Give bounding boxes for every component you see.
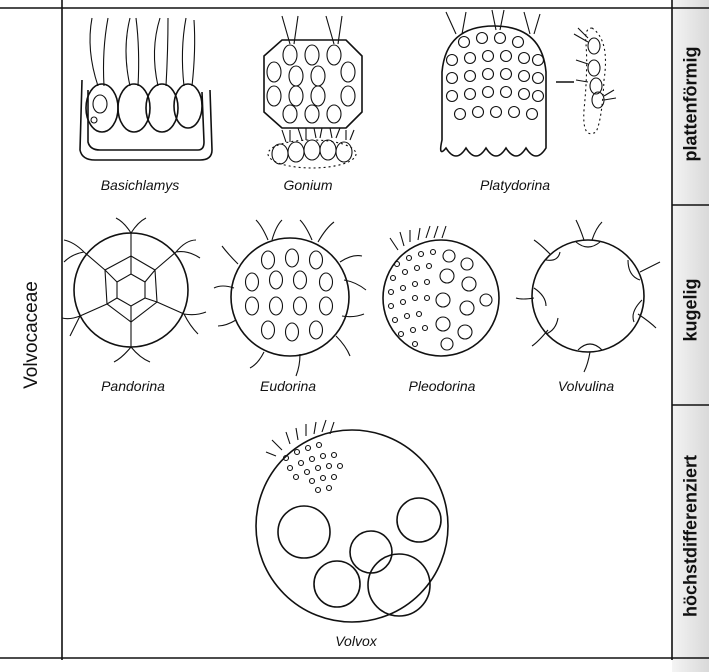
caption-pandorina: Pandorina <box>101 378 165 394</box>
caption-basichlamys: Basichlamys <box>100 177 180 193</box>
pandorina-drawing <box>61 217 207 363</box>
group-label-plattenformig: plattenförmig <box>680 46 701 162</box>
pleodorina-drawing <box>382 225 500 357</box>
gonium-drawing <box>263 15 363 169</box>
platydorina-drawing <box>439 9 617 157</box>
basichlamys-drawing <box>79 17 213 161</box>
family-label: Volvocaceae <box>21 281 42 389</box>
caption-volvox: Volvox <box>335 633 377 649</box>
caption-volvulina: Volvulina <box>557 378 615 394</box>
eudorina-drawing <box>213 219 367 377</box>
volvox-drawing <box>255 419 449 623</box>
caption-platydorina: Platydorina <box>479 177 551 193</box>
group-label-kugelig: kugelig <box>680 278 701 342</box>
side-band-background <box>672 0 709 672</box>
caption-eudorina: Eudorina <box>259 378 317 394</box>
caption-pleodorina: Pleodorina <box>408 378 476 394</box>
group-label-hochstdifferenziert: höchstdifferenziert <box>680 454 701 618</box>
caption-gonium: Gonium <box>283 177 333 193</box>
volvulina-drawing <box>515 219 661 373</box>
